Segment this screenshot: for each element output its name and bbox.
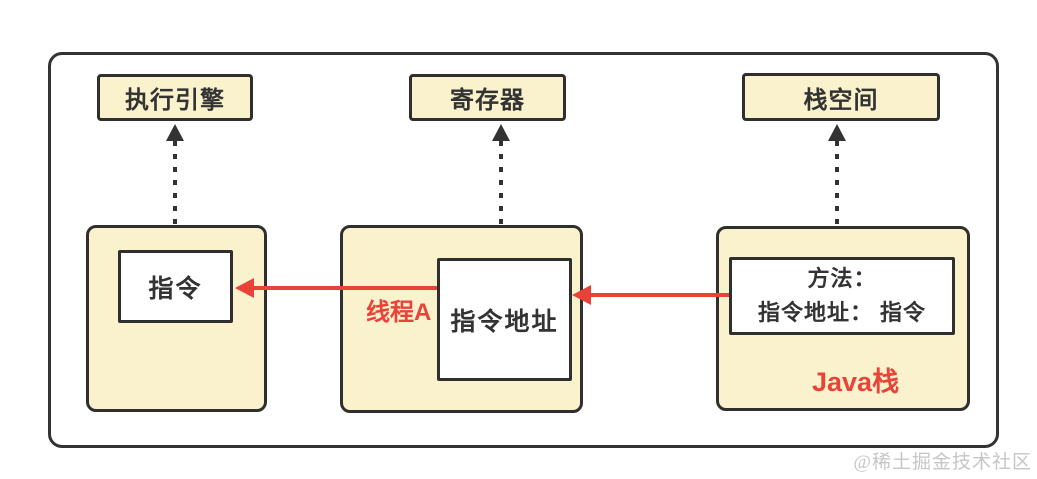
box-method: 方法： 指令地址： 指令: [729, 257, 955, 335]
arrowhead-up-icon: [828, 124, 846, 141]
node-stack-space: 栈空间: [742, 73, 940, 121]
arrowhead-left-icon: [235, 278, 254, 298]
arrow-line: [250, 286, 437, 290]
dotted-line: [835, 141, 839, 257]
arrowhead-up-icon: [166, 124, 184, 141]
label-thread-a: 线程A: [366, 299, 432, 326]
box-instruction-label: 指令: [148, 274, 203, 303]
box-instruction-address: 指令地址: [437, 258, 572, 381]
arrowhead-up-icon: [492, 124, 510, 141]
box-method-line1: 方法：: [807, 265, 877, 291]
dotted-line: [173, 141, 177, 250]
node-execution-engine-label: 执行引擎: [125, 87, 225, 114]
arrowhead-left-icon: [572, 285, 591, 305]
box-instruction-address-label: 指令地址: [450, 307, 559, 336]
node-register: 寄存器: [409, 74, 566, 121]
node-execution-engine: 执行引擎: [97, 74, 253, 121]
node-stack-space-label: 栈空间: [803, 86, 879, 114]
box-method-line2: 指令地址： 指令: [757, 300, 927, 325]
arrow-line: [587, 293, 729, 297]
watermark: @稀土掘金技术社区: [853, 452, 1032, 473]
label-java-stack: Java栈: [812, 367, 900, 397]
dotted-line: [499, 141, 503, 258]
node-register-label: 寄存器: [450, 87, 525, 114]
box-instruction: 指令: [118, 250, 233, 323]
